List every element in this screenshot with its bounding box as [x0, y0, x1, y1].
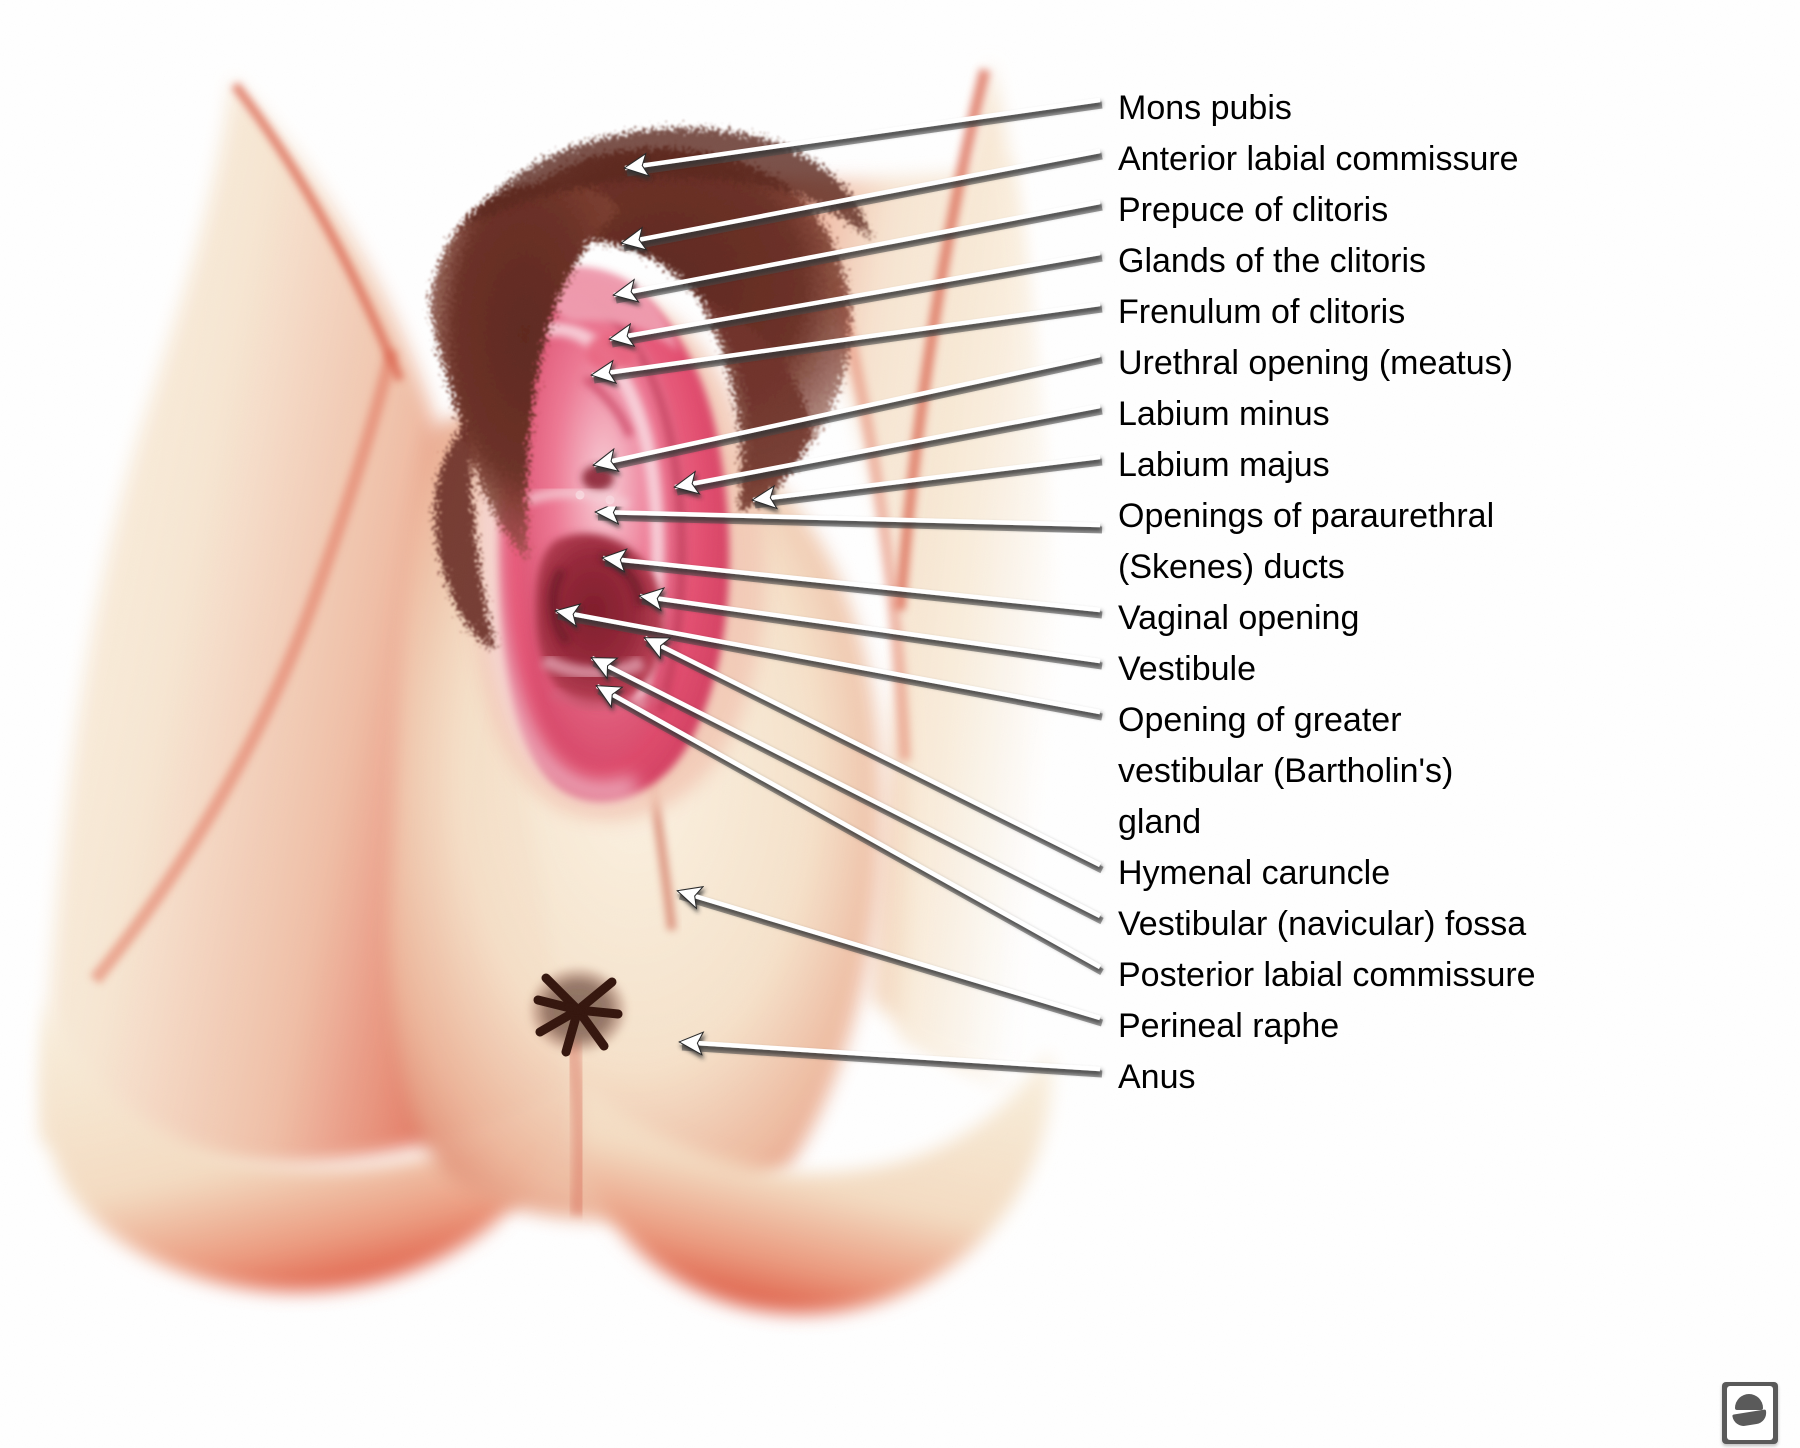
label-openings-of-paraurethral-skenes-ducts: Openings of paraurethral: [1118, 497, 1495, 535]
label-opening-of-greater-vestibular-bartholins-gland-line3: gland: [1118, 803, 1202, 841]
leader-line-urethral-opening-meatus: [594, 352, 1101, 465]
leader-line-shadow: [557, 612, 1103, 721]
label-perineal-raphe: Perineal raphe: [1118, 1007, 1340, 1045]
label-opening-of-greater-vestibular-bartholins-gland: Opening of greater: [1118, 701, 1402, 739]
leader-line-shadow: [641, 597, 1103, 670]
leader-line-opening-of-greater-vestibular-bartholins-gland: [556, 611, 1101, 715]
leader-line-shadow: [611, 254, 1103, 348]
leader-line-shadow: [615, 203, 1103, 304]
leader-line-glands-of-the-clitoris: [610, 250, 1101, 339]
label-labium-minus: Labium minus: [1118, 395, 1330, 433]
label-opening-of-greater-vestibular-bartholins-gland-line2: vestibular (Bartholin's): [1118, 752, 1454, 790]
logo-glyph: [1727, 1386, 1773, 1440]
leader-line-shadow: [597, 513, 1103, 534]
label-hymenal-caruncle: Hymenal caruncle: [1118, 854, 1391, 892]
leader-line-labium-majus: [753, 454, 1101, 500]
leader-line-anterior-labial-commissure: [622, 148, 1101, 243]
leader-line-frenulum-of-clitoris: [592, 301, 1101, 375]
leader-line-shadow: [597, 687, 1104, 976]
label-anterior-labial-commissure: Anterior labial commissure: [1118, 140, 1519, 178]
label-vestibular-navicular-fossa: Vestibular (navicular) fossa: [1118, 905, 1527, 943]
leader-line-shadow: [595, 356, 1103, 474]
label-posterior-labial-commissure: Posterior labial commissure: [1118, 956, 1536, 994]
label-urethral-opening-meatus: Urethral opening (meatus): [1118, 344, 1513, 382]
leader-line-shadow: [626, 101, 1103, 177]
leader-line-hymenal-caruncle: [645, 635, 1102, 868]
label-glands-of-the-clitoris: Glands of the clitoris: [1118, 242, 1427, 280]
leader-line-shadow: [754, 458, 1103, 509]
leader-line-vestibule: [640, 596, 1101, 664]
leader-line-shadow: [678, 892, 1104, 1027]
leader-lines-group: [556, 97, 1104, 1078]
logo-bar-top: [1735, 1394, 1763, 1410]
label-vestibule: Vestibule: [1118, 650, 1256, 688]
label-labium-majus: Labium majus: [1118, 446, 1330, 484]
label-frenulum-of-clitoris: Frenulum of clitoris: [1118, 293, 1406, 331]
label-prepuce-of-clitoris: Prepuce of clitoris: [1118, 191, 1389, 229]
leader-line-prepuce-of-clitoris: [614, 199, 1101, 295]
leader-line-openings-of-paraurethral-skenes-ducts: [596, 512, 1101, 528]
leader-line-shadow: [645, 639, 1104, 874]
leader-line-shadow: [592, 659, 1104, 925]
leader-line-shadow: [676, 407, 1103, 496]
leader-line-shadow: [593, 305, 1103, 384]
publisher-logo-icon: [1722, 1382, 1778, 1444]
leader-line-vestibular-navicular-fossa: [592, 655, 1102, 919]
leader-line-shadow: [623, 152, 1103, 252]
leader-line-mons-pubis: [625, 97, 1101, 168]
label-anus: Anus: [1118, 1058, 1196, 1096]
label-vaginal-opening: Vaginal opening: [1118, 599, 1360, 637]
leader-line-perineal-raphe: [678, 891, 1101, 1021]
leader-line-labium-minus: [675, 403, 1101, 487]
label-mons-pubis: Mons pubis: [1118, 89, 1292, 127]
leader-line-anus: [680, 1042, 1101, 1072]
leader-line-shadow: [604, 559, 1103, 619]
leader-line-vaginal-opening: [603, 558, 1101, 613]
logo-bar-bottom: [1732, 1409, 1768, 1428]
leader-line-posterior-labial-commissure: [597, 684, 1102, 969]
label-openings-of-paraurethral-skenes-ducts-line2: (Skenes) ducts: [1118, 548, 1345, 586]
leader-line-shadow: [681, 1043, 1103, 1078]
